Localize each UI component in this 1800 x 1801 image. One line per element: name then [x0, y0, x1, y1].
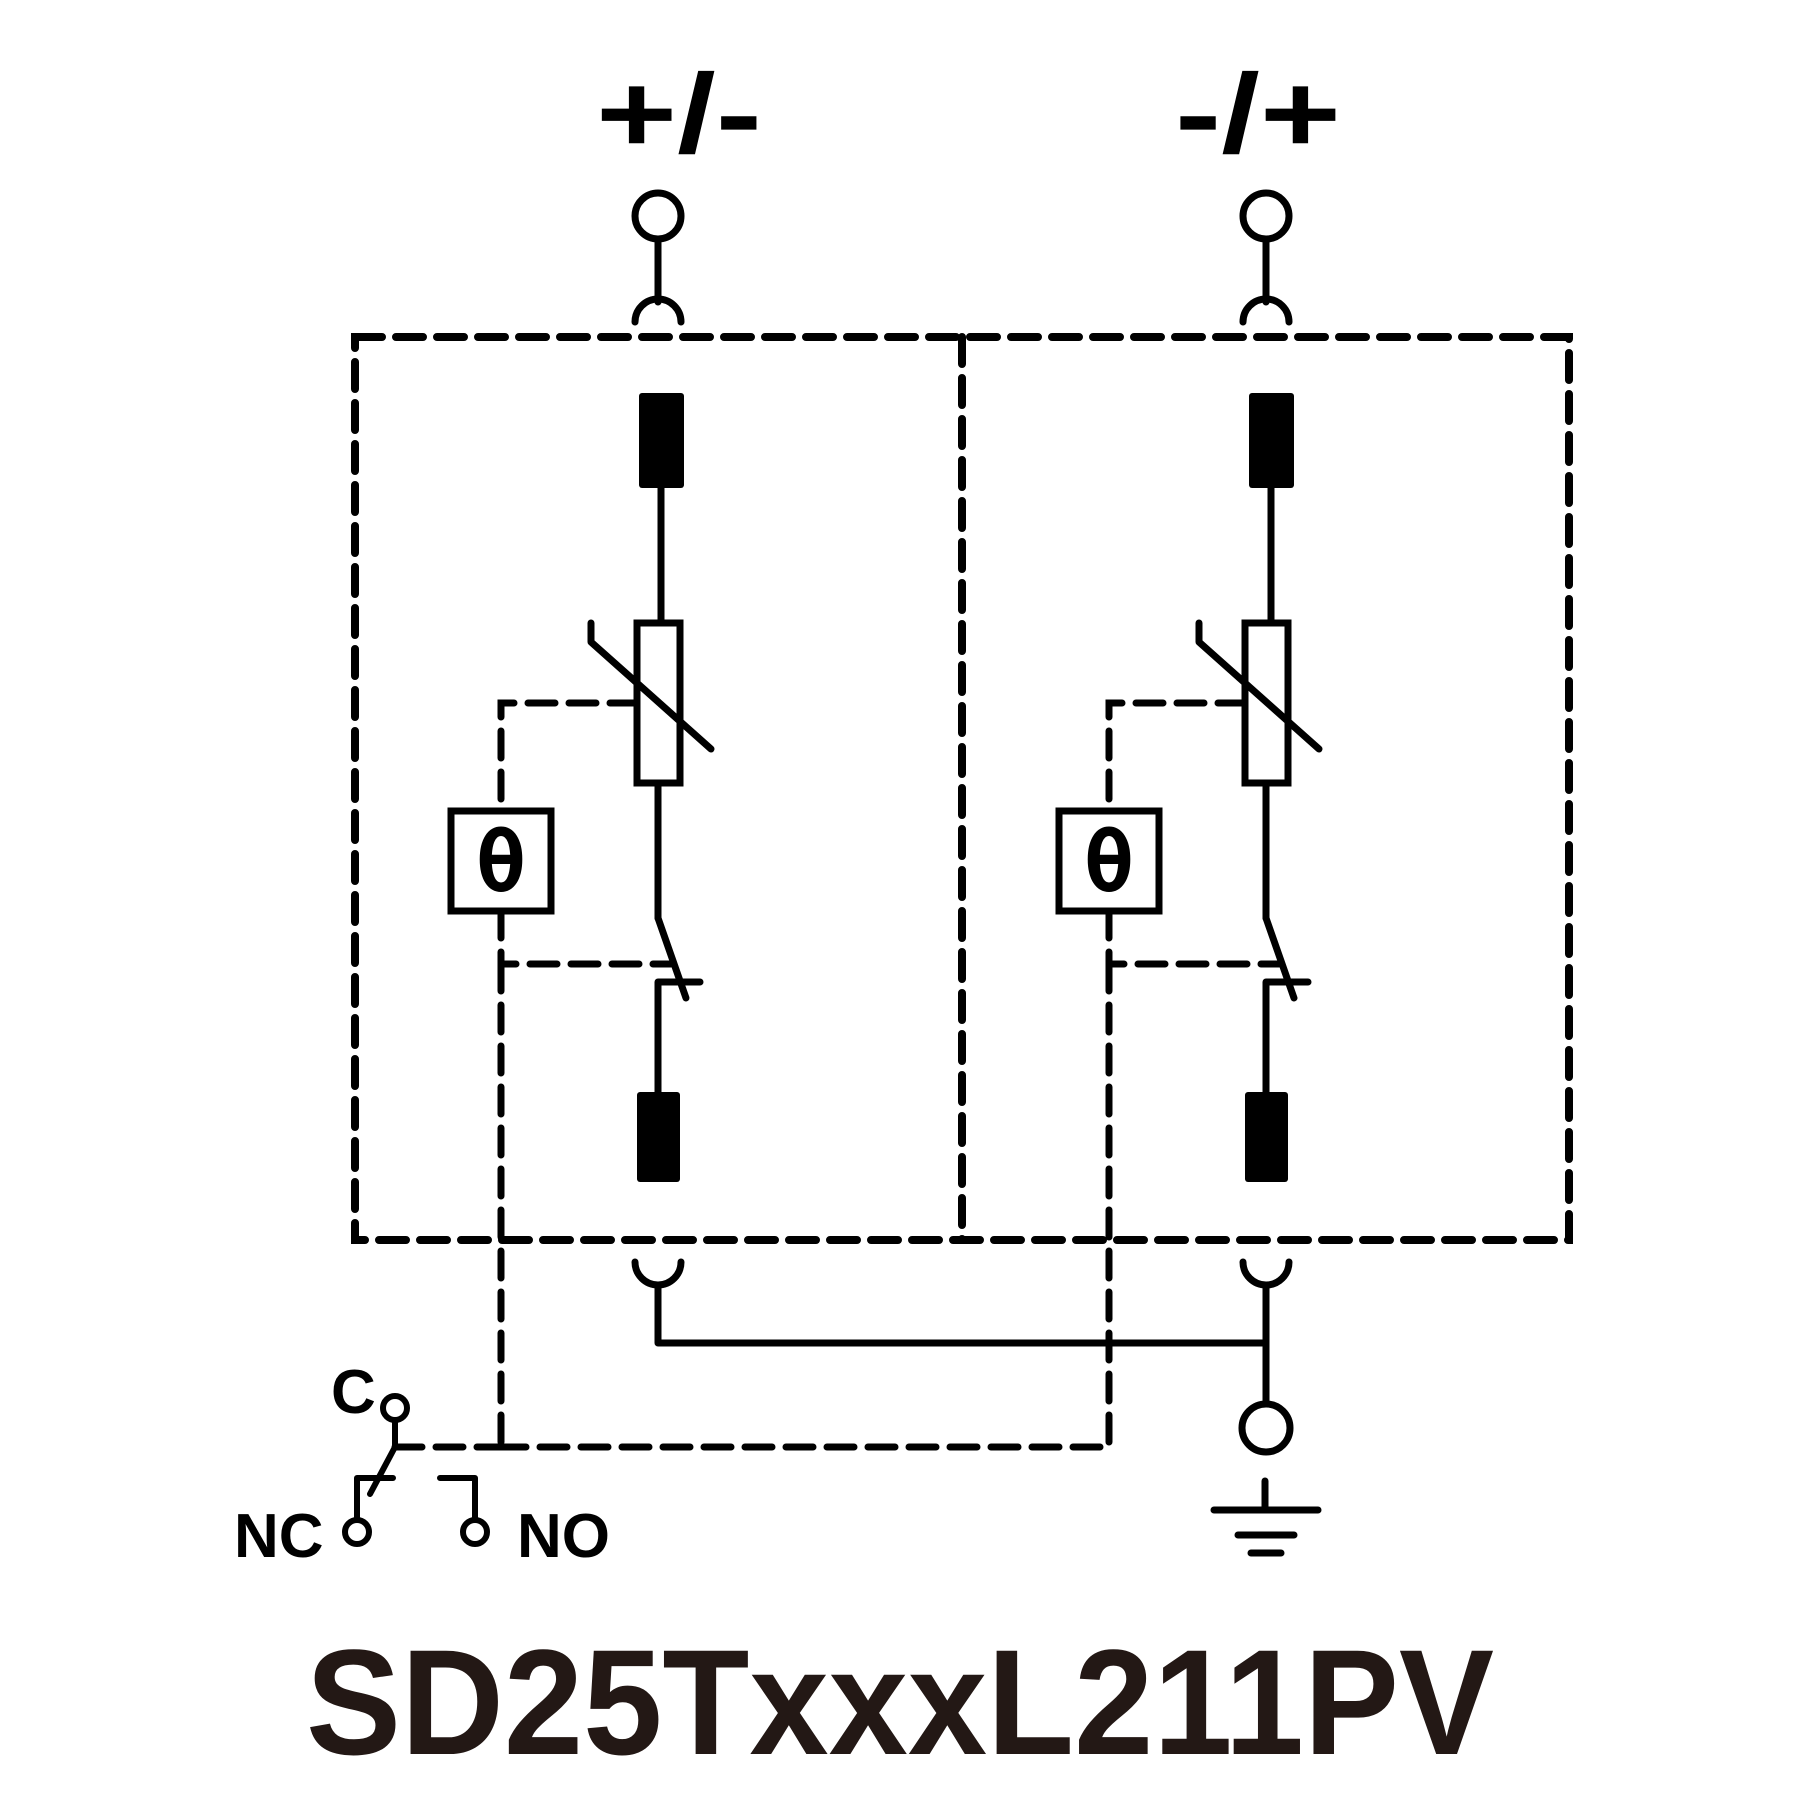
common-terminal-icon — [380, 1393, 410, 1423]
thermal-symbol-icon: θ — [1084, 813, 1135, 911]
ground-terminal-circle-icon — [1238, 1400, 1294, 1456]
terminal-label-left: +/- — [596, 51, 762, 176]
thermal-link-top — [497, 699, 641, 814]
thermal-symbol-icon: θ — [476, 813, 527, 911]
left-module: θ — [447, 393, 715, 1451]
top-contact-block — [1249, 393, 1294, 488]
no-label: NO — [517, 1502, 610, 1571]
earth-ground-icon — [1210, 1477, 1322, 1557]
input-terminal-right — [1239, 189, 1293, 326]
nc-label: NC — [234, 1502, 324, 1571]
thermal-link-top — [1105, 699, 1249, 814]
bottom-contact-block — [637, 1092, 680, 1182]
right-module: θ — [497, 393, 1323, 1451]
thermal-protector-box — [1055, 807, 1163, 915]
bottom-contact-block — [1245, 1092, 1288, 1182]
switch-contact — [1262, 978, 1312, 1096]
relay-blade — [367, 1444, 398, 1497]
no-terminal-icon — [460, 1517, 490, 1547]
terminal-circle-icon — [1239, 189, 1293, 243]
varistor-nonlinear-line — [1195, 619, 1323, 753]
model-title: SD25TxxxL211PV — [306, 1618, 1494, 1786]
switch-contact — [654, 978, 704, 1096]
thermal-link-bottom — [497, 907, 675, 968]
thermal-protector-box — [447, 807, 555, 915]
terminal-label-right: -/+ — [1175, 51, 1341, 176]
remote-signal-line-right — [497, 960, 1113, 1451]
input-terminal-left — [631, 189, 685, 326]
terminal-circle-icon — [631, 189, 685, 243]
varistor-nonlinear-line — [587, 619, 715, 753]
top-contact-block — [639, 393, 684, 488]
disconnect-switch-blade — [654, 914, 690, 1002]
module-enclosure — [351, 333, 1573, 1244]
disconnect-switch-blade — [1262, 914, 1298, 1002]
pe-bus — [631, 1258, 1294, 1456]
nc-terminal-icon — [342, 1517, 372, 1547]
thermal-link-bottom — [1105, 907, 1283, 968]
common-label: C — [331, 1358, 376, 1427]
remote-signal-contact: C NC NO — [234, 1358, 610, 1571]
